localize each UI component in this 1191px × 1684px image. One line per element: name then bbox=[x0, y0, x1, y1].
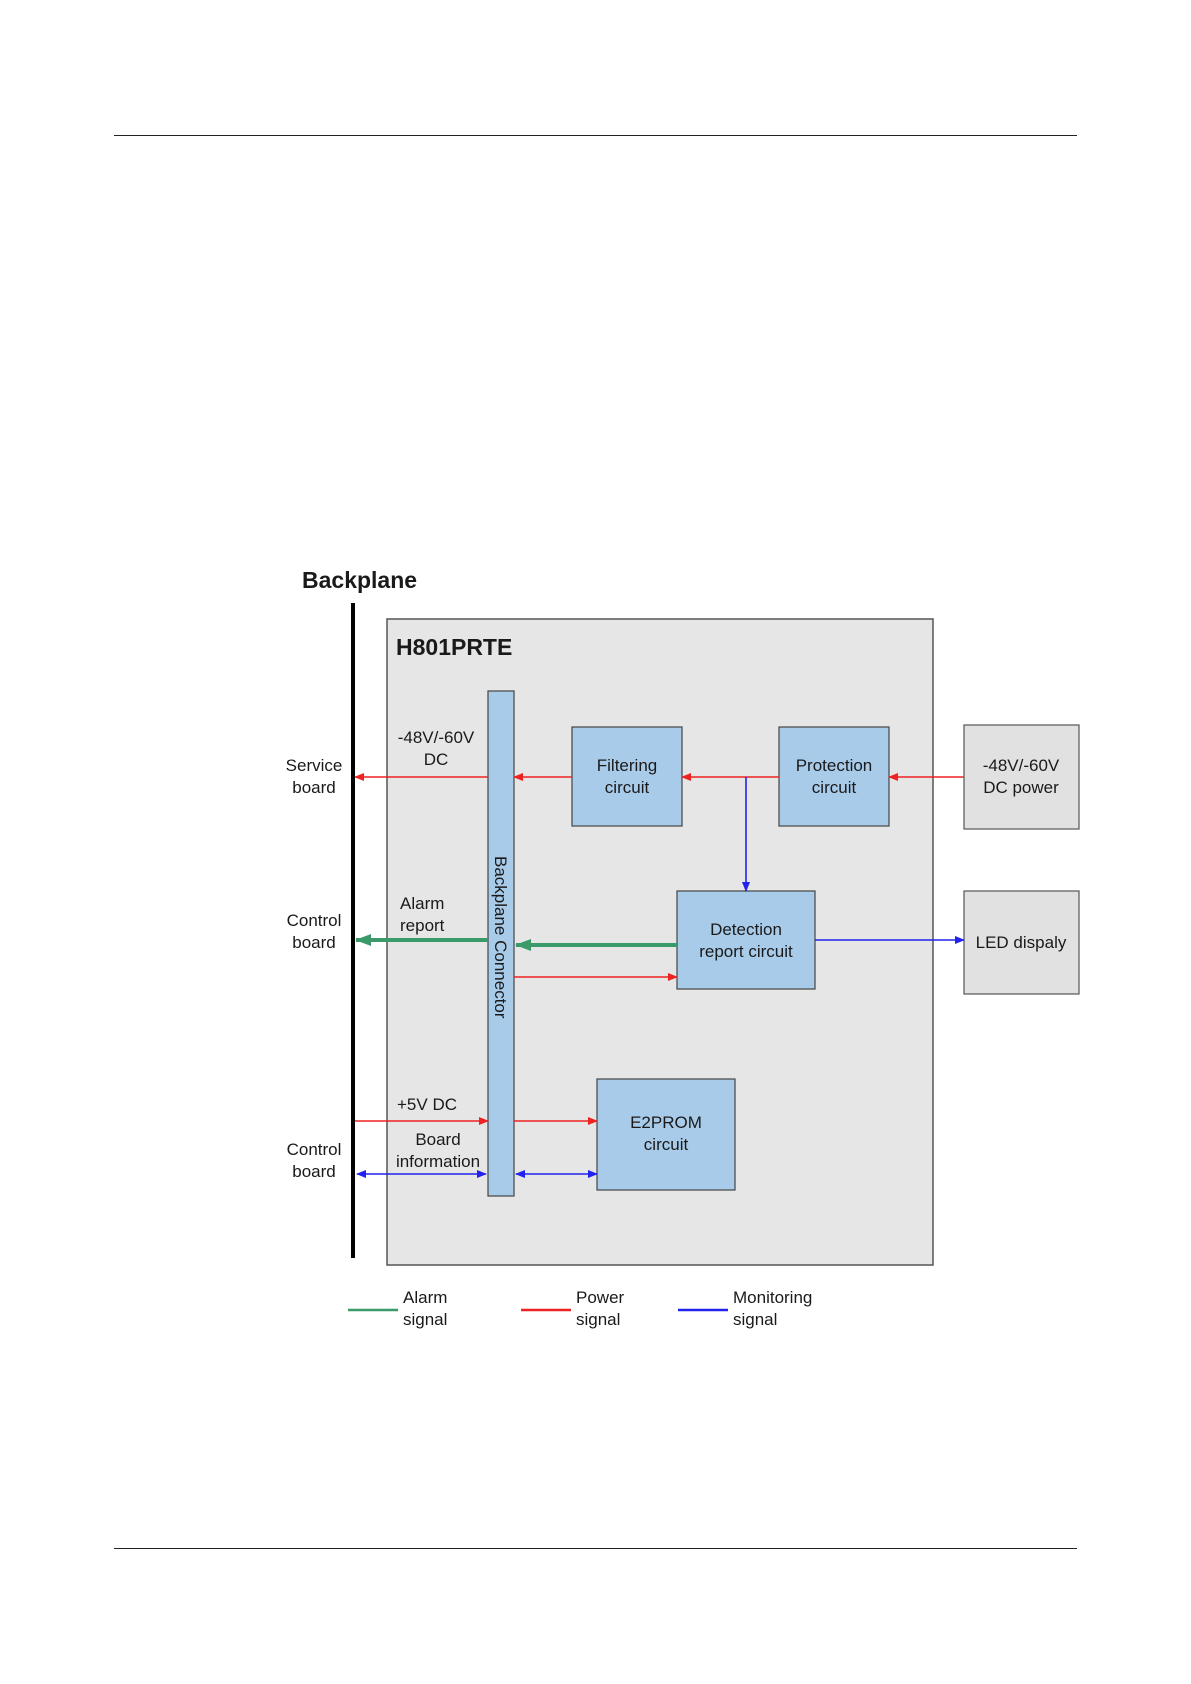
legend-power-label-1: Power bbox=[576, 1288, 625, 1307]
service-board-label-1: Service bbox=[286, 756, 343, 775]
dc-power-label-2: DC power bbox=[983, 778, 1059, 797]
dc-signal-label-1: -48V/-60V bbox=[398, 728, 475, 747]
led-display-block: LED dispaly bbox=[964, 891, 1079, 994]
service-board-label-2: board bbox=[292, 778, 335, 797]
plus-5v-label: +5V DC bbox=[397, 1095, 457, 1114]
legend-alarm-label-1: Alarm bbox=[403, 1288, 447, 1307]
filtering-label-1: Filtering bbox=[597, 756, 657, 775]
detection-block: Detection report circuit bbox=[677, 891, 815, 989]
detection-label-2: report circuit bbox=[699, 942, 793, 961]
control-board-1-label-1: Control bbox=[287, 911, 342, 930]
alarm-report-label-2: report bbox=[400, 916, 445, 935]
dc-signal-label-2: DC bbox=[424, 750, 449, 769]
e2prom-label-1: E2PROM bbox=[630, 1113, 702, 1132]
board-info-label-1: Board bbox=[415, 1130, 460, 1149]
filtering-label-2: circuit bbox=[605, 778, 650, 797]
protection-block: Protection circuit bbox=[779, 727, 889, 826]
control-board-2-label-1: Control bbox=[287, 1140, 342, 1159]
control-board-2-label-2: board bbox=[292, 1162, 335, 1181]
dc-power-block: -48V/-60V DC power bbox=[964, 725, 1079, 829]
filtering-block: Filtering circuit bbox=[572, 727, 682, 826]
board-name: H801PRTE bbox=[396, 634, 512, 660]
control-board-1-label-2: board bbox=[292, 933, 335, 952]
alarm-report-label-1: Alarm bbox=[400, 894, 444, 913]
detection-label-1: Detection bbox=[710, 920, 782, 939]
led-label: LED dispaly bbox=[976, 933, 1067, 952]
legend: Alarm signal Power signal Monitoring sig… bbox=[348, 1288, 812, 1329]
e2prom-label-2: circuit bbox=[644, 1135, 689, 1154]
diagram-title: Backplane bbox=[302, 567, 417, 593]
dc-power-label-1: -48V/-60V bbox=[983, 756, 1060, 775]
board-info-label-2: information bbox=[396, 1152, 480, 1171]
protection-label-2: circuit bbox=[812, 778, 857, 797]
e2prom-block: E2PROM circuit bbox=[597, 1079, 735, 1190]
legend-monitoring-label-2: signal bbox=[733, 1310, 777, 1329]
legend-power-label-2: signal bbox=[576, 1310, 620, 1329]
connector-label: Backplane Connector bbox=[491, 856, 510, 1019]
protection-label-1: Protection bbox=[796, 756, 873, 775]
legend-alarm-label-2: signal bbox=[403, 1310, 447, 1329]
legend-monitoring-label-1: Monitoring bbox=[733, 1288, 812, 1307]
